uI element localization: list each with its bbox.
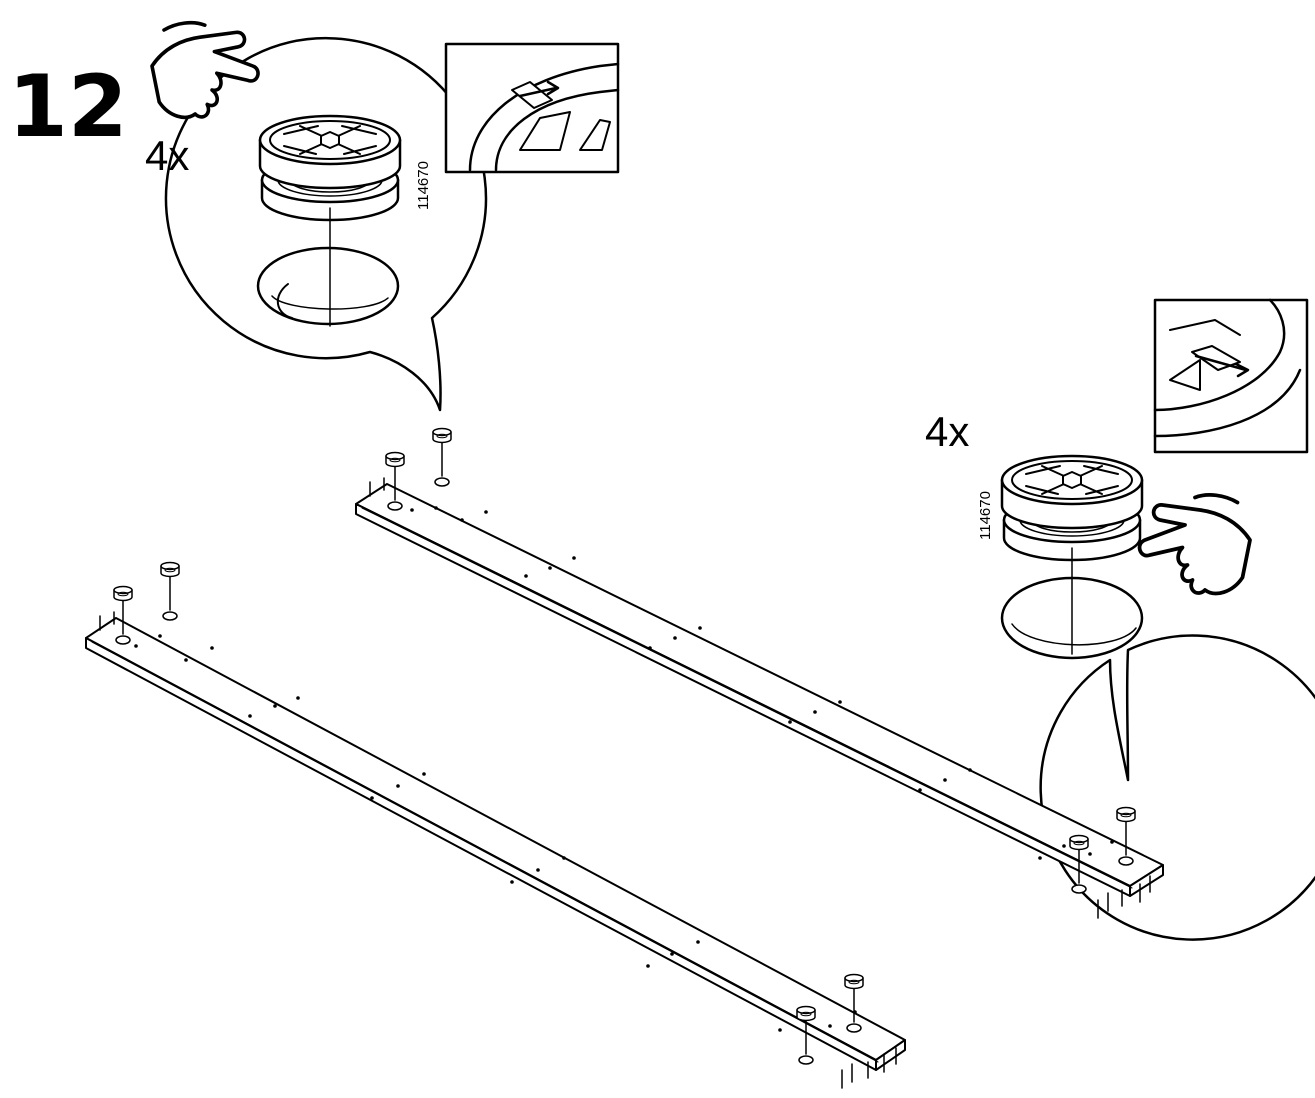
cam-lock-part xyxy=(258,114,402,222)
detail-box-right xyxy=(1153,298,1309,454)
detail-box-left xyxy=(444,42,620,174)
quantity-label: 4x xyxy=(145,132,189,179)
step-number: 12 xyxy=(8,57,128,157)
cam-lock-part xyxy=(432,427,452,487)
quantity-label: 4x xyxy=(925,408,969,455)
cam-lock-part xyxy=(1000,454,1144,562)
part-number: 114670 xyxy=(977,491,994,540)
board-upper xyxy=(355,427,1164,919)
part-number: 114670 xyxy=(415,161,432,210)
cam-lock-part xyxy=(160,561,180,621)
callout-bubble-left: 4x 114670 xyxy=(145,20,488,412)
hand-press-icon xyxy=(1137,493,1252,596)
board-lower xyxy=(85,561,906,1089)
